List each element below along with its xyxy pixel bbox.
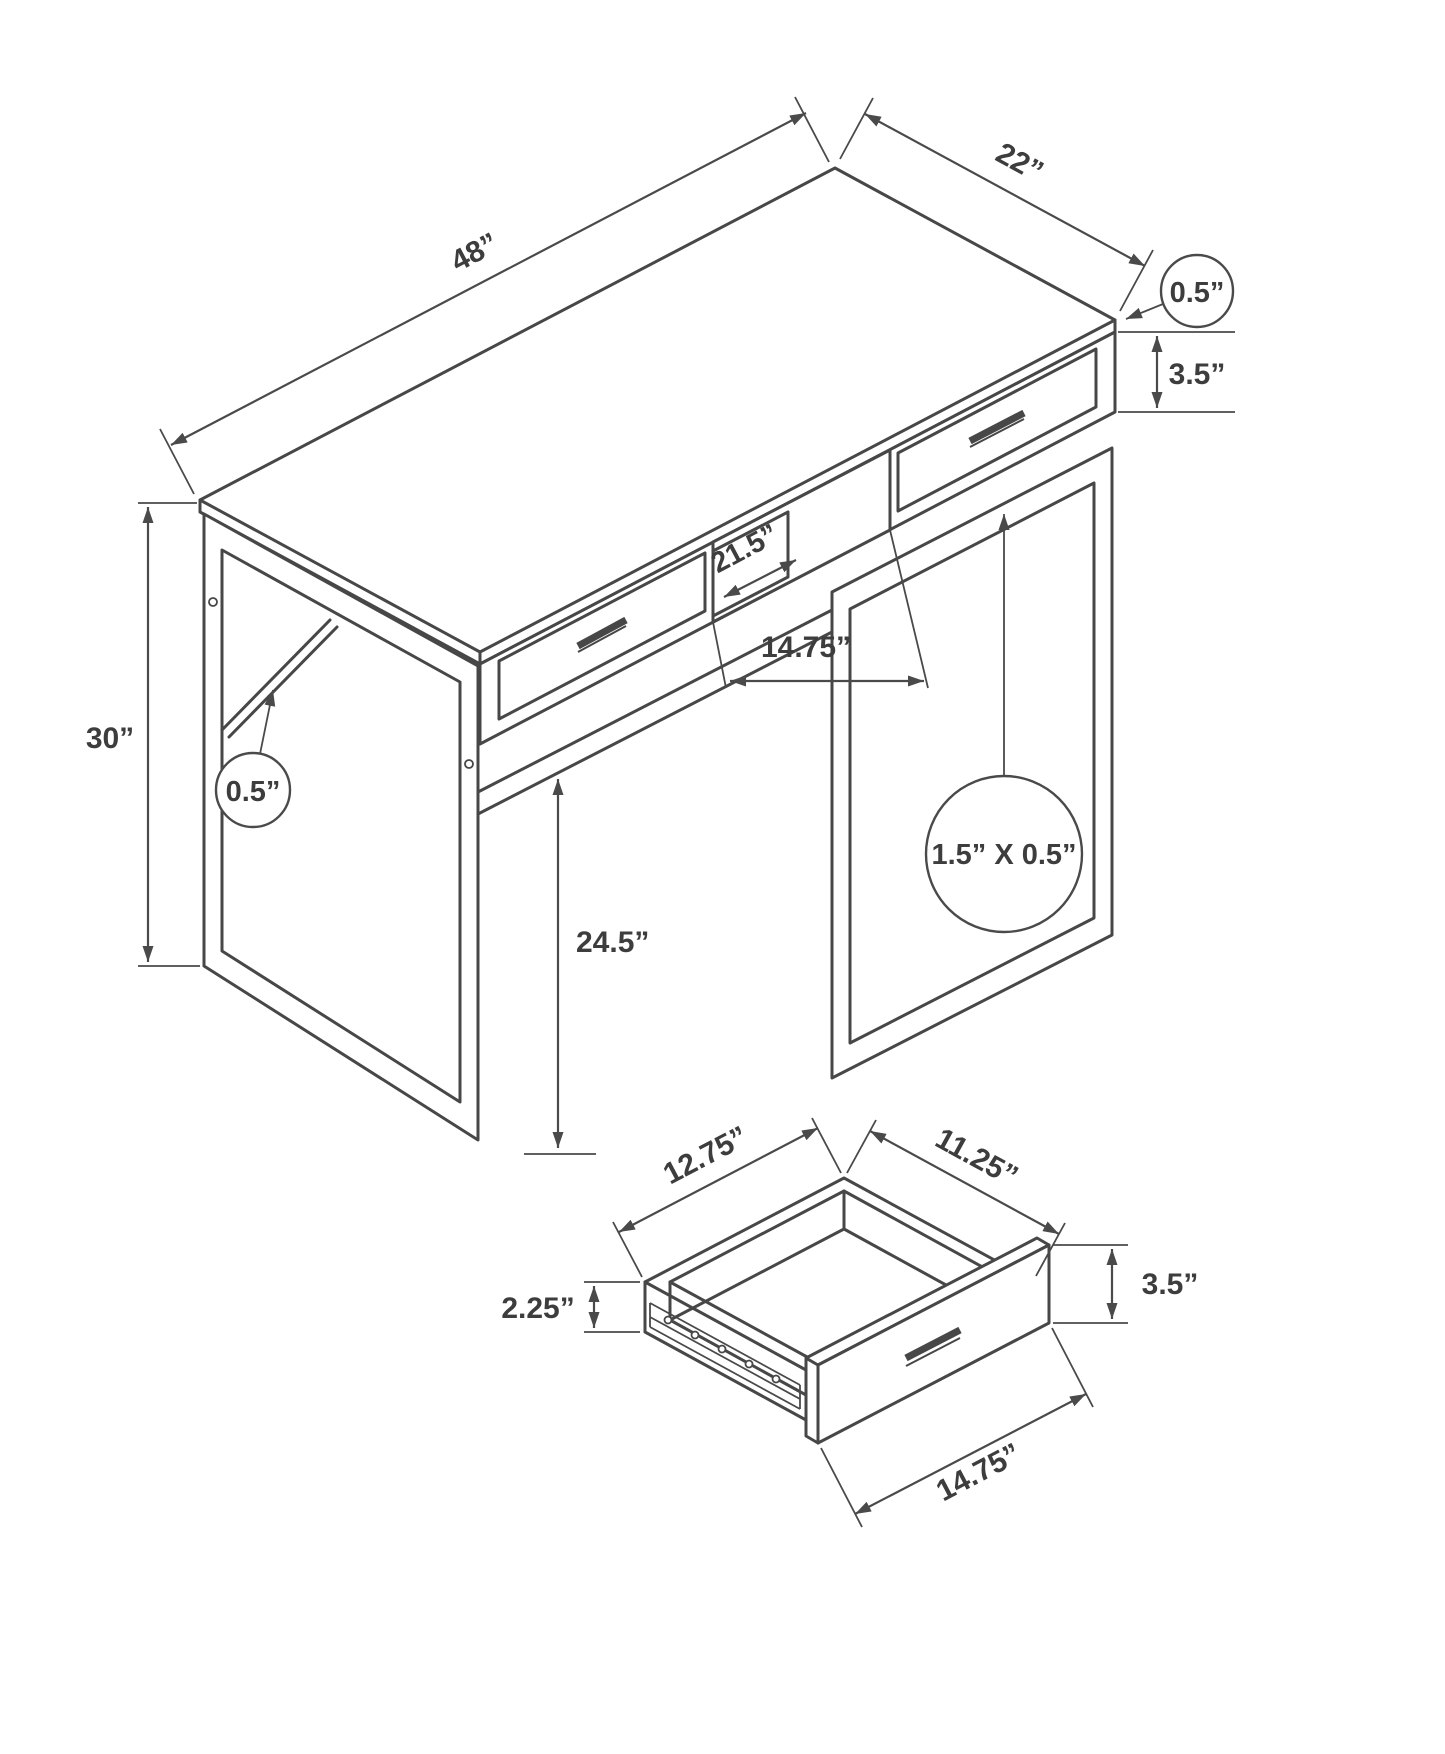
label-drawer-face-height: 3.5” — [1169, 358, 1226, 391]
left-frame-brace — [220, 618, 339, 739]
label-drawer-front-height: 3.5” — [1142, 1268, 1199, 1301]
drawer-slide-rail — [649, 1302, 801, 1410]
label-desk-width: 48” — [446, 227, 504, 279]
callout-frame-tube: 0.5” — [214, 689, 292, 829]
label-frame-tube: 0.5” — [226, 776, 281, 808]
support-stretcher — [476, 608, 834, 816]
left-drawer-handle — [576, 616, 628, 650]
right-drawer-handle — [968, 409, 1026, 445]
frame-screw-icon — [208, 597, 218, 607]
drawer-box-left-side — [643, 1280, 808, 1422]
drawer-detail-drawing: 12.75” 11.25” 2.25” 3.5” 14.75” — [501, 1117, 1199, 1528]
callout-top-thickness: 0.5” — [1125, 253, 1235, 329]
label-drawer-side-height: 2.25” — [501, 1292, 574, 1325]
drawer-front-panel — [804, 1236, 1051, 1445]
label-leg-clearance: 24.5” — [576, 926, 649, 959]
dim-leg-clearance: 24.5” — [524, 779, 649, 1155]
label-top-thickness: 0.5” — [1170, 277, 1225, 309]
label-drawer-inner-width: 12.75” — [658, 1120, 753, 1191]
drawer-handle-line — [905, 1337, 961, 1367]
dim-drawer-front-height: 3.5” — [1053, 1244, 1199, 1324]
label-cubby-width: 14.75” — [761, 631, 851, 664]
drawer-box-outer-rim — [643, 1176, 1035, 1284]
desk-top-edge — [198, 318, 1117, 666]
frame-screw-icon — [464, 759, 474, 769]
label-overall-height: 30” — [86, 722, 134, 755]
label-drawer-front-width: 14.75” — [931, 1437, 1026, 1508]
left-drawer-handle-line — [577, 625, 627, 653]
callout-leg-tube: 1.5” X 0.5” — [924, 514, 1084, 934]
dim-drawer-face-height: 3.5” — [1118, 331, 1235, 413]
desk-drawing — [198, 166, 1117, 1142]
label-leg-tube-size: 1.5” X 0.5” — [931, 839, 1076, 871]
label-drawer-inner-depth: 11.25” — [930, 1122, 1023, 1193]
label-desk-depth: 22” — [990, 137, 1048, 189]
right-drawer-handle-line — [969, 418, 1025, 448]
dim-drawer-side-height: 2.25” — [501, 1281, 640, 1333]
dim-overall-height: 30” — [86, 502, 200, 967]
drawer-handle — [904, 1326, 962, 1362]
dim-cubby-width: 14.75” — [712, 529, 929, 689]
drawer-front-end — [804, 1356, 820, 1445]
left-frame-inner — [220, 548, 462, 1104]
